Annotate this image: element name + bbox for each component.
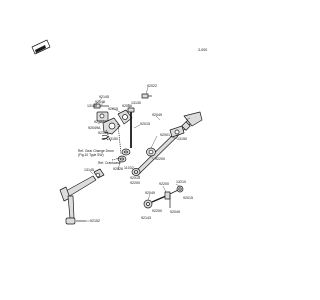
parts-diagram: 3-000 92145 92049 13160 92015 92026 1313…: [31, 39, 208, 225]
part-label-92200c: 92200: [159, 182, 169, 186]
part-label-13160: 13160: [87, 104, 97, 108]
part-label-92049: 92049: [95, 100, 105, 104]
part-label-92200d: 92200: [152, 209, 162, 213]
part-label-92049b: 92049: [152, 113, 162, 117]
rod-13210: [127, 107, 135, 148]
part-label-92049a: 92049A: [88, 126, 101, 130]
part-label-13150b: 13150: [177, 137, 187, 141]
oil-seal-92049: [146, 147, 156, 157]
part-label-92026: 92026: [122, 104, 132, 108]
part-label-92026b: 92026: [113, 167, 123, 171]
part-label-92015b: 92015: [140, 122, 150, 126]
part-label-13130: 13130: [131, 101, 141, 105]
spring-92049: [101, 134, 109, 141]
diagram-drawing: [31, 39, 203, 225]
shift-shaft-13150: [134, 111, 203, 176]
reference-lines: [105, 123, 122, 161]
bolt-13160: [93, 103, 109, 109]
shift-cam-assembly: [96, 109, 133, 135]
washer-set: [117, 148, 131, 163]
part-label-92200b: 92200: [130, 181, 140, 185]
part-label-92049c: 92049: [145, 191, 155, 195]
shift-pedal-13145: [59, 168, 105, 225]
figure-number: 3-000: [198, 48, 208, 52]
ref-gear-change-drum-line2: (Fig.10 Type SW): [78, 152, 104, 157]
part-label-13150: 13150: [108, 137, 118, 141]
part-label-92145: 92145: [99, 95, 109, 99]
grommet-92152: [131, 168, 141, 176]
part-label-92001: 92001: [160, 133, 170, 137]
ref-gear-change-drum: Ref. Gear Change Drum (Fig.10 Type SW): [78, 149, 114, 157]
kawasaki-tool-icon: [31, 39, 51, 55]
part-label-92200a: 92200: [155, 157, 165, 161]
tie-rod-assembly: [143, 185, 184, 209]
part-label-92015c: 92015: [130, 176, 140, 180]
leader-lines: [86, 86, 191, 222]
ref-gear-change-drum-line1: Ref. Gear Change Drum: [78, 149, 114, 153]
part-label-92015d: 92015: [183, 196, 193, 200]
part-label-92152b: 92152: [90, 219, 100, 223]
part-label-132100: 13210: [176, 180, 186, 184]
part-label-92022: 92022: [147, 84, 157, 88]
ref-crankcase: Ref. Crankcase: [98, 161, 121, 165]
bolt-92022: [141, 93, 152, 99]
part-label-11032: 11032: [124, 166, 134, 170]
part-label-92152: 92152: [94, 120, 104, 124]
part-label-13145: 13145: [84, 168, 94, 172]
part-label-92015: 92015: [108, 107, 118, 111]
part-label-92143: 92143: [98, 131, 108, 135]
part-label-92143b: 92143: [141, 216, 151, 220]
part-label-92049d: 92049: [170, 210, 180, 214]
